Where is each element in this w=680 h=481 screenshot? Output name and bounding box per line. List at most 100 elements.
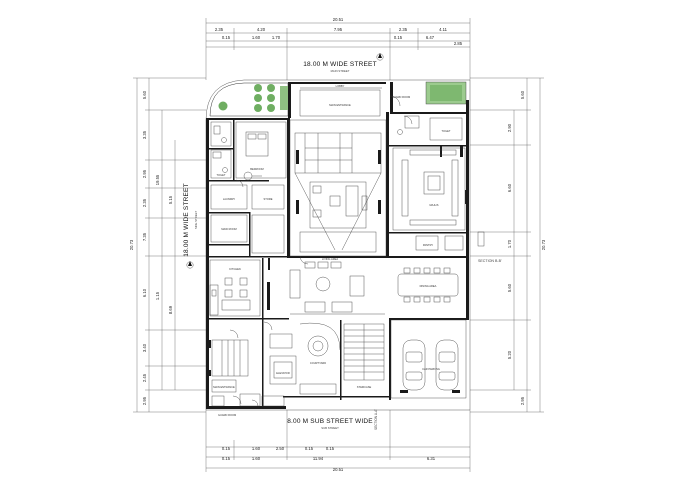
room-label-toilet-ne: TOILET [441, 129, 450, 133]
room-label-majlis: MAJLIS [429, 203, 438, 207]
room-label-main-entrance: MAIN ENTRANCE [213, 385, 235, 389]
room-label-dining: DINING AREA [420, 284, 437, 288]
right-dim-3: 6.60 [507, 183, 512, 192]
south-street-sub: SUB STREET [321, 426, 339, 430]
room-label-guard-lower: GUARD ROOM [218, 413, 236, 417]
car-icon [435, 339, 459, 391]
top-dim-3: 7.95 [334, 27, 343, 32]
bottom-dim-8: 11.94 [313, 456, 324, 461]
left-dim-6: 6.10 [142, 288, 147, 297]
tree-icon [267, 104, 275, 112]
room-label-stair: STAIRCASE [357, 385, 372, 389]
top-dim-11: 2.85 [454, 41, 463, 46]
bottom-dim-4: 0.15 [305, 446, 314, 451]
north-arrow-icon [376, 53, 384, 61]
doors [232, 95, 413, 407]
sofa-icon [345, 185, 359, 217]
west-street-sub: SIDE STREET [194, 211, 198, 230]
top-total-dim: 20.51 [333, 17, 344, 22]
room-label-guard: GUARD ROOM [392, 95, 410, 99]
room-label-parking: CAR PARKING [422, 367, 440, 371]
room-label-store: STORE [264, 197, 273, 201]
tree-icon [267, 84, 275, 92]
garden-north-west [209, 82, 289, 117]
dining-table-icon [397, 273, 459, 297]
car-parking: CAR PARKING [390, 319, 467, 399]
room-label-elevator: ELEVATOR [276, 371, 290, 375]
tree-icon [254, 94, 262, 102]
right-dim-6: 5.20 [507, 350, 512, 359]
top-dim-6: 0.15 [222, 35, 231, 40]
left-dim-1: 5.60 [142, 90, 147, 99]
left-dim-5: 7.35 [142, 232, 147, 241]
left-dim-3: 2.95 [142, 169, 147, 178]
left-wing: BEDROOM TOILET LAUNDRY STORE MAID ROOM [210, 121, 287, 254]
top-dimensions: 20.51 2.35 4.20 7.95 2.35 4.11 0.15 1.60… [205, 17, 471, 80]
section-label-south: SECTION A-A' [374, 409, 378, 430]
right-dim-5: 5.60 [507, 283, 512, 292]
left-dim-8: 2.45 [142, 373, 147, 382]
room-label-maid: MAID ROOM [221, 227, 236, 231]
room-label-living: LIVING AREA [322, 257, 338, 261]
top-dim-7: 1.60 [252, 35, 261, 40]
dining-area: DINING AREA [397, 267, 459, 303]
bottom-total-dim: 20.51 [333, 467, 344, 472]
left-mid-dim-2: 1.15 [155, 291, 160, 300]
top-dim-4: 2.35 [399, 27, 408, 32]
section-label-east: SECTION B-B' [478, 259, 502, 263]
right-outer-dim: 20.73 [541, 239, 546, 250]
north-street-sub: MAIN STREET [331, 69, 350, 73]
left-dim-2: 3.35 [142, 130, 147, 139]
living-area: LOBBY MAIN ENTRANCE [289, 84, 387, 257]
bottom-dim-6: 0.15 [222, 456, 231, 461]
majlis-room: MAJLIS TOILET PANTRY GUARD ROOM [392, 95, 485, 251]
left-mid-dim-4: 8.69 [168, 305, 173, 314]
room-label-court: COURTYARD [310, 361, 326, 365]
left-dim-4: 2.35 [142, 198, 147, 207]
coffee-table-icon [423, 171, 445, 195]
top-dim-8: 1.70 [272, 35, 281, 40]
top-dim-5: 4.11 [439, 27, 448, 32]
tree-icon [218, 101, 228, 111]
street-labels: 18.00 M WIDE STREET MAIN STREET 18.00 M … [183, 61, 502, 430]
bed-icon [245, 131, 269, 157]
room-label-lobby: LOBBY [336, 84, 345, 88]
north-street-label: 18.00 M WIDE STREET [303, 61, 377, 68]
bottom-dim-3: 2.50 [276, 446, 285, 451]
plot-boundary [205, 79, 471, 411]
left-mid-dim-1: 19.55 [155, 174, 160, 185]
north-arrow-icon-2 [186, 261, 194, 269]
room-label-pantry: PANTRY [423, 243, 434, 247]
main-entrance: MAIN ENTRANCE GUARD ROOM [211, 329, 285, 417]
south-street-label: 8.00 M SUB STREET WIDE [287, 418, 373, 425]
top-dim-9: 0.15 [394, 35, 403, 40]
tree-icon [254, 84, 262, 92]
room-label-bedroom: BEDROOM [250, 167, 263, 171]
left-dimensions: 20.73 5.60 3.35 2.95 2.35 7.35 6.10 3.40… [129, 77, 206, 413]
right-dim-1: 5.60 [520, 90, 525, 99]
bottom-dim-9: 6.31 [427, 456, 436, 461]
family-living: LIVING AREA [289, 257, 385, 315]
room-label-laundry: LAUNDRY [223, 197, 236, 201]
courtyard: ELEVATOR COURTYARD [269, 322, 341, 395]
left-outer-dim: 20.73 [129, 239, 134, 250]
room-label-toilet-w: TOILET [216, 173, 225, 177]
right-dimensions: 20.73 5.60 2.90 6.60 1.70 5.60 5.20 2.95 [470, 77, 546, 413]
bottom-dimensions: 0.15 1.60 2.50 0.15 0.15 0.15 1.60 11.94… [205, 410, 471, 472]
right-dim-2: 2.90 [507, 123, 512, 132]
bottom-dim-1: 0.15 [222, 446, 231, 451]
top-dim-2: 4.20 [257, 27, 266, 32]
room-label-kitchen: KITCHEN [229, 267, 241, 271]
west-street-label: 18.00 M WIDE STREET [183, 183, 190, 257]
staircase: STAIRCASE [343, 323, 385, 389]
bottom-dim-5: 0.15 [326, 446, 335, 451]
left-mid-dim-3: 5.15 [168, 195, 173, 204]
bottom-dim-7: 1.60 [252, 456, 261, 461]
bottom-dim-2: 1.60 [252, 446, 261, 451]
tree-icon [254, 104, 262, 112]
room-label-entrance: MAIN ENTRANCE [329, 103, 351, 107]
left-dim-9: 2.95 [142, 396, 147, 405]
car-icon [402, 339, 426, 391]
right-dim-7: 2.95 [520, 396, 525, 405]
